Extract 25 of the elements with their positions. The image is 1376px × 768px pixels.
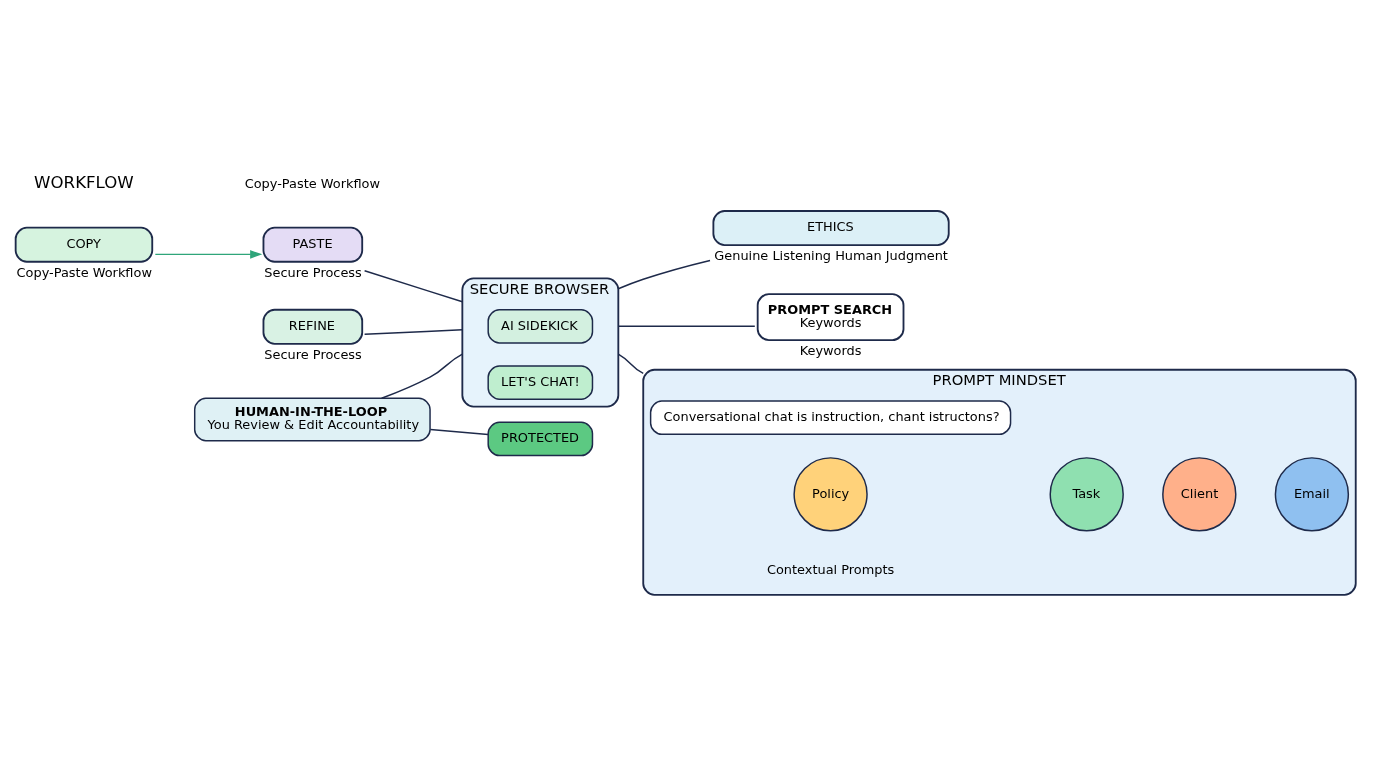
node-label: Keywords (799, 342, 862, 358)
node-box: HUMAN-IN-THE-LOOP You Review & Edit Accountability (193, 397, 431, 442)
connector (380, 352, 464, 399)
node-box: Conversational chat is instruction, chant istructons? (649, 399, 1012, 435)
node-circle: Client (1162, 456, 1237, 531)
connector (363, 328, 464, 335)
node-circle: Policy (793, 456, 868, 531)
label: Copy-Paste Workflow (244, 175, 381, 191)
node-circle: Task (1049, 456, 1124, 531)
node-label: Copy-Paste Workflow (16, 264, 152, 280)
node-label: Genuine Listening Human Judgment (714, 247, 948, 263)
node-box: PROTECTED (487, 421, 594, 456)
node-label: Secure Process (264, 346, 362, 362)
label: WORKFLOW (34, 172, 134, 192)
node-circle: Email (1274, 456, 1350, 531)
node-label: Secure Process (264, 264, 362, 280)
arrow (154, 249, 263, 259)
connector (617, 325, 756, 327)
node-label: Contextual Prompts (766, 561, 895, 577)
connector (617, 352, 644, 374)
connector (363, 269, 464, 303)
node-box: AI SIDEKICK (487, 308, 594, 344)
connector (617, 259, 711, 289)
node-box: LET'S CHAT! (487, 364, 594, 400)
connector (429, 428, 489, 435)
